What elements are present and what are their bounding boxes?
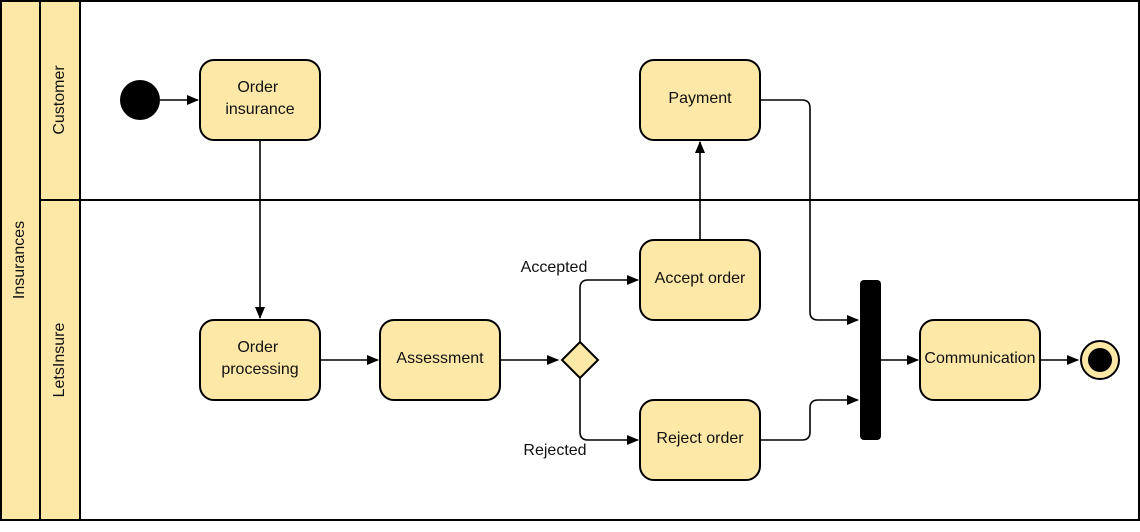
- activity-communication[interactable]: Communication: [919, 319, 1041, 401]
- flow-label-accepted: Accepted: [521, 259, 588, 276]
- lane-letsinsure-label: LetsInsure: [51, 323, 68, 398]
- activity-label: Reject order: [656, 430, 744, 447]
- lane-letsinsure-header: [39, 199, 81, 521]
- activity-label-line: Communication: [924, 350, 1035, 367]
- activity-payment[interactable]: Payment: [639, 59, 761, 141]
- join-bar[interactable]: [860, 280, 881, 440]
- edge-decision-to-reject: [579, 378, 639, 445]
- activity-label-line: processing: [221, 361, 298, 378]
- activity-label-line: Assessment: [396, 350, 484, 367]
- start-node[interactable]: [120, 80, 160, 120]
- activity-order-processing[interactable]: Order processing: [199, 319, 321, 401]
- activity-label-line: insurance: [225, 101, 294, 118]
- activity-order-insurance[interactable]: Order insurance: [199, 59, 321, 141]
- pool-label: Insurances: [11, 221, 28, 299]
- activity-label-line: Payment: [668, 90, 732, 107]
- lane-customer-label: Customer: [51, 65, 68, 135]
- activity-label: Payment: [668, 90, 732, 107]
- activity-label-line: Order: [237, 79, 279, 96]
- flow-label-rejected: Rejected: [523, 442, 586, 459]
- activity-label: Assessment: [396, 350, 484, 367]
- activity-label: Order insurance: [225, 79, 294, 118]
- activity-accept-order[interactable]: Accept order: [639, 239, 761, 321]
- pool-border: [0, 0, 1140, 521]
- edge-decision-to-accept: [579, 275, 639, 342]
- activity-label-line: Reject order: [656, 430, 744, 447]
- end-node[interactable]: [1080, 340, 1120, 380]
- edge-payment-to-join: [760, 99, 859, 325]
- activity-label-line: Accept order: [655, 270, 746, 287]
- activity-assessment[interactable]: Assessment: [379, 319, 501, 401]
- activity-reject-order[interactable]: Reject order: [639, 399, 761, 481]
- activity-label-line: Order: [237, 339, 279, 356]
- decision-node[interactable]: [560, 340, 600, 380]
- activity-label: Accept order: [655, 270, 746, 287]
- pool-header: [0, 0, 41, 521]
- edge-reject-to-join: [760, 395, 859, 441]
- activity-label: Order processing: [221, 339, 298, 378]
- activity-label: Communication: [924, 350, 1035, 367]
